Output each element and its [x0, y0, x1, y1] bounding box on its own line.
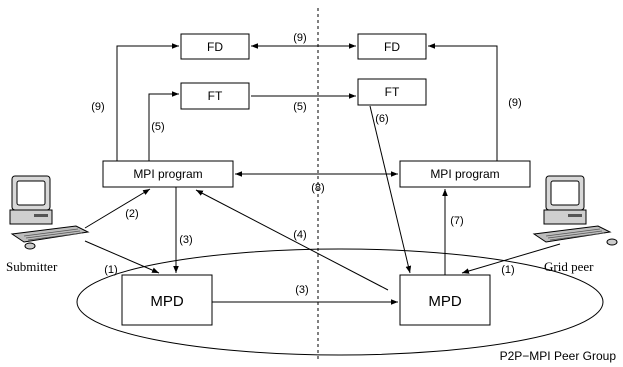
- step-9-left: (9): [91, 101, 104, 113]
- ft-right-label: FT: [385, 85, 400, 99]
- fd-right-box: FD: [357, 33, 427, 60]
- step-6: (6): [375, 113, 388, 125]
- peer-group-ellipse: [76, 248, 604, 356]
- ft-right-box: FT: [357, 78, 427, 106]
- step-9-top: (9): [293, 32, 306, 44]
- step-4: (4): [293, 229, 306, 241]
- step-2: (2): [125, 208, 138, 220]
- mpd-right-label: MPD: [428, 293, 462, 310]
- step-3-mpd: (3): [295, 284, 308, 296]
- fd-left-label: FD: [207, 40, 223, 54]
- mpd-left-box: MPD: [121, 274, 213, 326]
- step-7: (7): [450, 215, 463, 227]
- step-3-down: (3): [179, 234, 192, 246]
- fd-right-label: FD: [384, 40, 400, 54]
- arrow-mpi-to-ft-left: [148, 91, 179, 161]
- ft-left-label: FT: [208, 89, 223, 103]
- mpi-program-left-label: MPI program: [133, 167, 202, 181]
- mpi-program-right-label: MPI program: [430, 167, 499, 181]
- step-8: (8): [311, 182, 324, 194]
- mpd-left-label: MPD: [150, 293, 184, 310]
- mpi-program-right-box: MPI program: [399, 160, 531, 188]
- arrow-ft-to-mpd: [369, 105, 412, 274]
- arrow-submitter-to-mpd: [84, 240, 160, 274]
- step-1-right: (1): [501, 264, 514, 276]
- step-1-left: (1): [104, 264, 117, 276]
- step-9-right: (9): [508, 97, 521, 109]
- grid-peer-computer-icon: [532, 175, 618, 246]
- fd-left-box: FD: [180, 33, 250, 60]
- mpd-right-box: MPD: [399, 274, 491, 326]
- step-5-left: (5): [151, 121, 164, 133]
- arrow-mpi-to-fd-right: [428, 43, 498, 161]
- step-5-ft: (5): [293, 101, 306, 113]
- submitter-label: Submitter: [6, 259, 58, 274]
- ft-left-box: FT: [180, 82, 250, 110]
- arrow-mpd-to-mpi: [195, 189, 389, 291]
- arrow-gridpeer-to-mpd: [461, 243, 561, 274]
- arrow-mpi-to-fd-left: [116, 43, 179, 161]
- grid-peer-label: Grid peer: [544, 259, 594, 274]
- peer-group-label: P2P−MPI Peer Group: [500, 349, 617, 363]
- submitter-computer-icon: [9, 175, 90, 250]
- arrow-submitter-to-mpi: [84, 188, 151, 229]
- mpi-program-left-box: MPI program: [102, 160, 234, 188]
